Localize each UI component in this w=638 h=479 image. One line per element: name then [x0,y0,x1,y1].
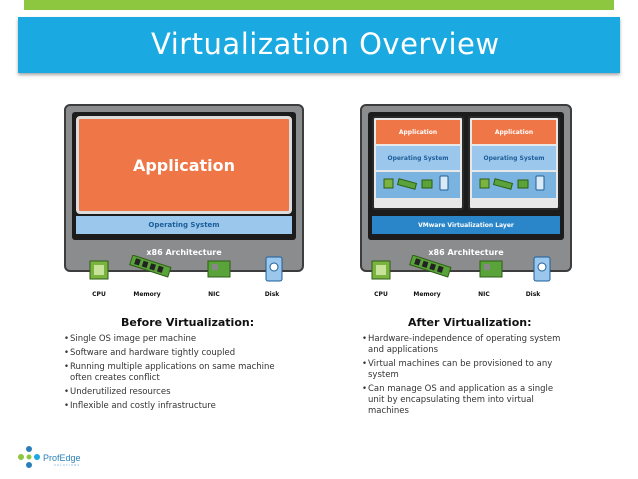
list-item: Inflexible and costly infrastructure [64,401,294,412]
vm2-os: Operating System [472,146,556,170]
profedge-logo-icon [16,444,42,470]
nic-icon [208,261,230,277]
before-os-bar: Operating System [76,216,292,234]
list-item: Hardware-independence of operating syste… [362,334,572,356]
cpu-icon [372,261,390,279]
nic-icon [480,261,502,277]
after-heading: After Virtualization: [408,316,531,329]
vm1-application: Application [376,120,460,144]
hw-label-nic: NIC [194,291,234,298]
memory-icon [130,255,171,277]
vm1-os: Operating System [376,146,460,170]
vmware-layer-bar: VMware Virtualization Layer [372,216,560,234]
vm2-application: Application [472,120,556,144]
vm-box-2: Application Operating System [468,116,560,210]
profedge-logo: ProfEdge SOLUTIONS [16,444,106,470]
logo-subtext: SOLUTIONS [54,463,80,467]
logo-text: ProfEdge [43,453,81,463]
before-application-block: Application [76,116,292,214]
after-bullet-list: Hardware-independence of operating syste… [362,334,572,420]
hw-label-disk: Disk [513,291,553,298]
vm2-hardware-icons [472,172,556,198]
before-hardware-icons [80,255,300,295]
vm-box-1: Application Operating System [372,116,464,210]
hw-label-disk: Disk [252,291,292,298]
page-title: Virtualization Overview [151,27,500,61]
hw-label-memory: Memory [407,291,447,298]
disk-icon [534,257,550,281]
hw-label-cpu: CPU [79,291,119,298]
list-item: Single OS image per machine [64,334,294,345]
vm2-virtual-hardware [472,172,556,198]
vm1-virtual-hardware [376,172,460,198]
before-machine-frame: Application Operating System x86 Archite… [64,104,304,272]
after-inner-panel: Application Operating System Application… [368,112,564,240]
title-banner: Virtualization Overview [18,17,620,73]
list-item: Underutilized resources [64,387,294,398]
hw-label-memory: Memory [127,291,167,298]
top-accent-bar [24,0,614,10]
list-item: Running multiple applications on same ma… [64,362,294,384]
after-hardware-icons [362,255,572,295]
before-inner-panel: Application Operating System [72,112,296,240]
after-machine-frame: Application Operating System Application… [360,104,572,272]
list-item: Can manage OS and application as a singl… [362,384,572,417]
memory-icon [410,255,451,277]
before-bullet-list: Single OS image per machine Software and… [64,334,294,415]
before-heading: Before Virtualization: [121,316,254,329]
disk-icon [266,257,282,281]
hw-label-cpu: CPU [361,291,401,298]
cpu-icon [90,261,108,279]
list-item: Virtual machines can be provisioned to a… [362,359,572,381]
hw-label-nic: NIC [464,291,504,298]
list-item: Software and hardware tightly coupled [64,348,294,359]
vm1-hardware-icons [376,172,460,198]
